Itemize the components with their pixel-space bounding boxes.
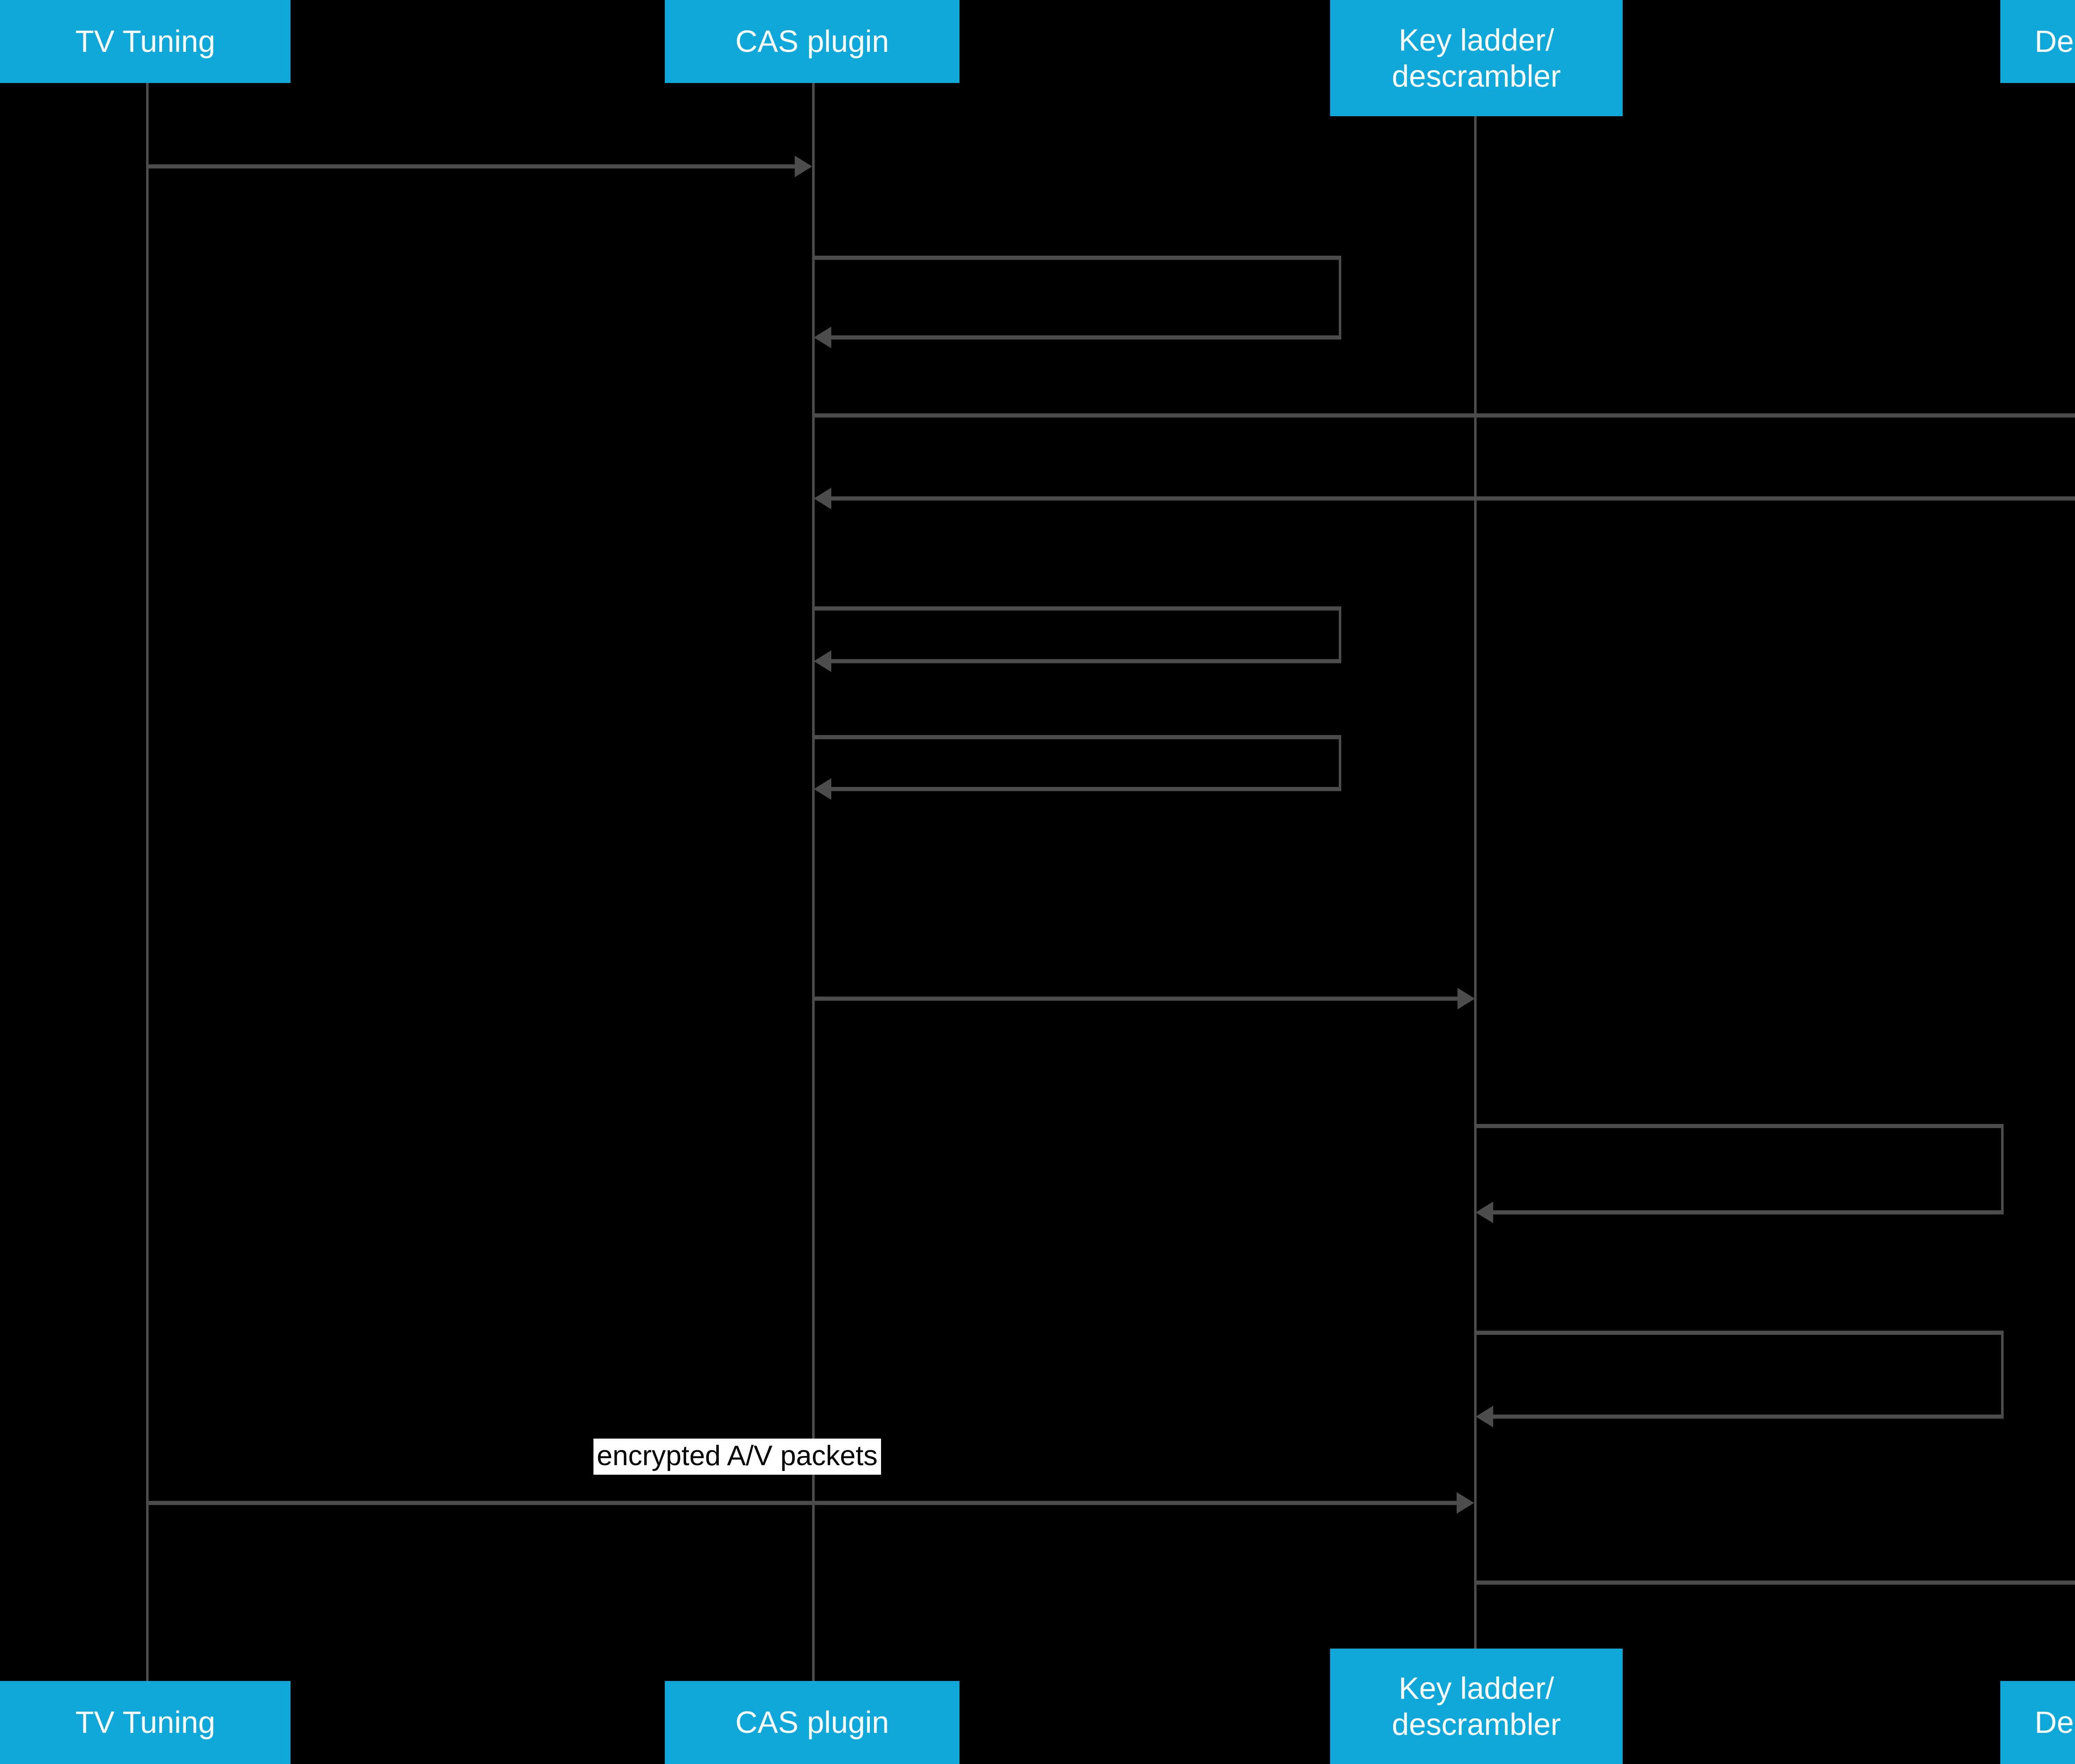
actor-header-key-ladder[interactable]: Key ladder/ descrambler — [1330, 0, 1623, 116]
actor-header-decode-display[interactable]: Decode, display — [2000, 0, 2075, 83]
selfloop-right-m8 — [2001, 1124, 2004, 1212]
message-line-m3 — [813, 413, 2075, 418]
selfloop-top-m5 — [813, 606, 1341, 611]
message-line-m11 — [1475, 1581, 2075, 1585]
selfloop-top-m6 — [813, 735, 1341, 739]
selfloop-top-m8 — [1475, 1124, 2004, 1128]
arrowhead-m5 — [814, 650, 831, 672]
selfloop-bottom-m5 — [831, 659, 1341, 663]
lifeline-tv-tuning — [146, 83, 149, 1681]
message-line-m10 — [147, 1501, 1457, 1505]
arrowhead-m9 — [1476, 1406, 1493, 1427]
message-line-m4 — [831, 496, 2075, 501]
message-label-encrypted-av-packets: encrypted A/V packets — [593, 1439, 881, 1475]
actor-header-tv-tuning[interactable]: TV Tuning — [0, 0, 290, 83]
message-line-m7 — [813, 997, 1457, 1001]
actor-footer-tv-tuning[interactable]: TV Tuning — [0, 1681, 290, 1764]
selfloop-right-m9 — [2001, 1331, 2004, 1416]
actor-footer-key-ladder[interactable]: Key ladder/ descrambler — [1330, 1649, 1623, 1764]
lifeline-cas-plugin — [812, 83, 815, 1681]
selfloop-right-m5 — [1339, 606, 1341, 661]
arrowhead-m4 — [814, 488, 831, 509]
actor-footer-decode-display[interactable]: Decode, display — [2000, 1681, 2075, 1764]
actor-footer-cas-plugin[interactable]: CAS plugin — [665, 1681, 959, 1764]
arrowhead-m1 — [795, 156, 812, 177]
lifeline-key-ladder — [1474, 116, 1477, 1649]
arrowhead-m2 — [814, 327, 831, 348]
arrowhead-m7 — [1457, 988, 1475, 1009]
arrowhead-m6 — [814, 778, 831, 800]
selfloop-top-m9 — [1475, 1331, 2004, 1335]
arrowhead-m8 — [1476, 1202, 1493, 1223]
arrowhead-m10 — [1457, 1492, 1474, 1514]
selfloop-bottom-m8 — [1493, 1210, 2004, 1214]
message-line-m1 — [147, 164, 795, 169]
selfloop-top-m2 — [813, 256, 1341, 260]
selfloop-right-m2 — [1339, 256, 1341, 337]
actor-header-cas-plugin[interactable]: CAS plugin — [665, 0, 959, 83]
selfloop-right-m6 — [1339, 735, 1341, 789]
selfloop-bottom-m2 — [831, 335, 1341, 340]
selfloop-bottom-m9 — [1493, 1415, 2004, 1419]
selfloop-bottom-m6 — [831, 787, 1341, 791]
